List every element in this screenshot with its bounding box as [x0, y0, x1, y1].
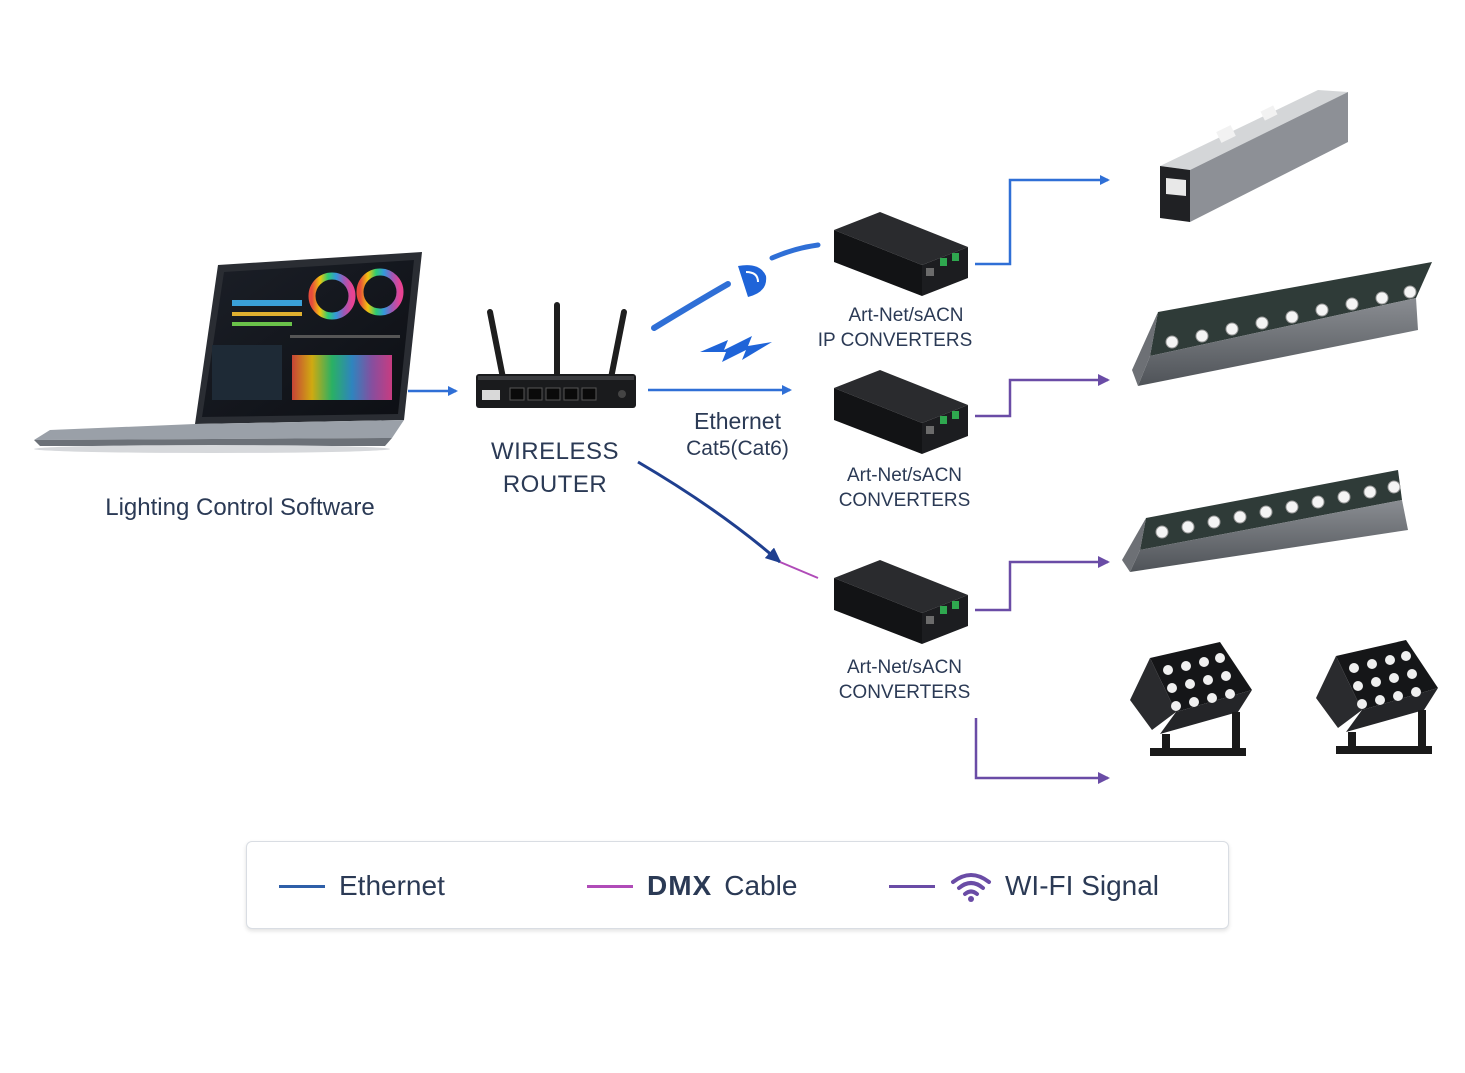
router-label: WIRELESS ROUTER [470, 438, 640, 500]
converter-3-label-line1: Art-Net/sACN [846, 657, 963, 678]
legend: Ethernet DMX Cable WI-FI Signal [246, 841, 1229, 929]
legend-label-ethernet: Ethernet [339, 870, 445, 901]
wall-washer-light-icon [1132, 262, 1432, 386]
ethernet-line [637, 460, 782, 564]
ethernet-cable-label: Ethernet Cat5(Cat6) [660, 408, 815, 461]
dmx-line [974, 718, 1110, 784]
converter-1-label-line1: Art-Net/sACN [848, 305, 964, 326]
converter-3-label: Art-Net/sACN CONVERTERS [812, 657, 997, 705]
wifi-signal-icon [651, 242, 821, 362]
laptop-icon [34, 252, 422, 453]
wifi-icon [949, 870, 993, 902]
legend-label-dmx: Cable [724, 870, 798, 901]
ethernet-line [975, 175, 1110, 266]
dmx-line [975, 374, 1110, 418]
legend-swatch-ethernet [279, 884, 325, 888]
converter-2-icon [834, 370, 968, 454]
legend-item-wifi: WI-FI Signal [889, 842, 1159, 930]
legend-swatch-dmx [587, 884, 633, 888]
converter-1-icon [834, 212, 968, 296]
legend-swatch-wifi [889, 884, 935, 888]
converter-3-icon [834, 560, 968, 644]
legend-label-wifi: WI-FI Signal [1005, 870, 1160, 901]
legend-item-ethernet: Ethernet [279, 842, 445, 930]
converter-1-label-line2: IP CONVERTERS [817, 329, 973, 351]
converter-3-label-line2: CONVERTERS [838, 681, 971, 703]
software-label: Lighting Control Software [105, 494, 375, 521]
flood-light-icon [1130, 642, 1252, 756]
legend-prefix-dmx: DMX [647, 870, 713, 901]
converter-2-label: Art-Net/sACN CONVERTERS [812, 465, 997, 513]
router-icon [476, 302, 636, 408]
converter-1-label: Art-Net/sACN IP CONVERTERS [800, 305, 990, 353]
wall-washer-light-icon [1122, 470, 1408, 572]
router-label-line1: WIRELESS [490, 438, 620, 465]
router-label-line2: ROUTER [502, 470, 608, 498]
flood-light-icon [1316, 640, 1438, 754]
linear-light-icon [1160, 90, 1348, 222]
legend-item-dmx: DMX Cable [587, 842, 797, 930]
ethernet-cable-label-line2: Cat5(Cat6) [686, 436, 789, 460]
converter-2-label-line2: CONVERTERS [838, 489, 971, 511]
ethernet-cable-label-line1: Ethernet [694, 408, 781, 434]
dmx-line [975, 556, 1110, 612]
converter-2-label-line1: Art-Net/sACN [846, 465, 963, 486]
